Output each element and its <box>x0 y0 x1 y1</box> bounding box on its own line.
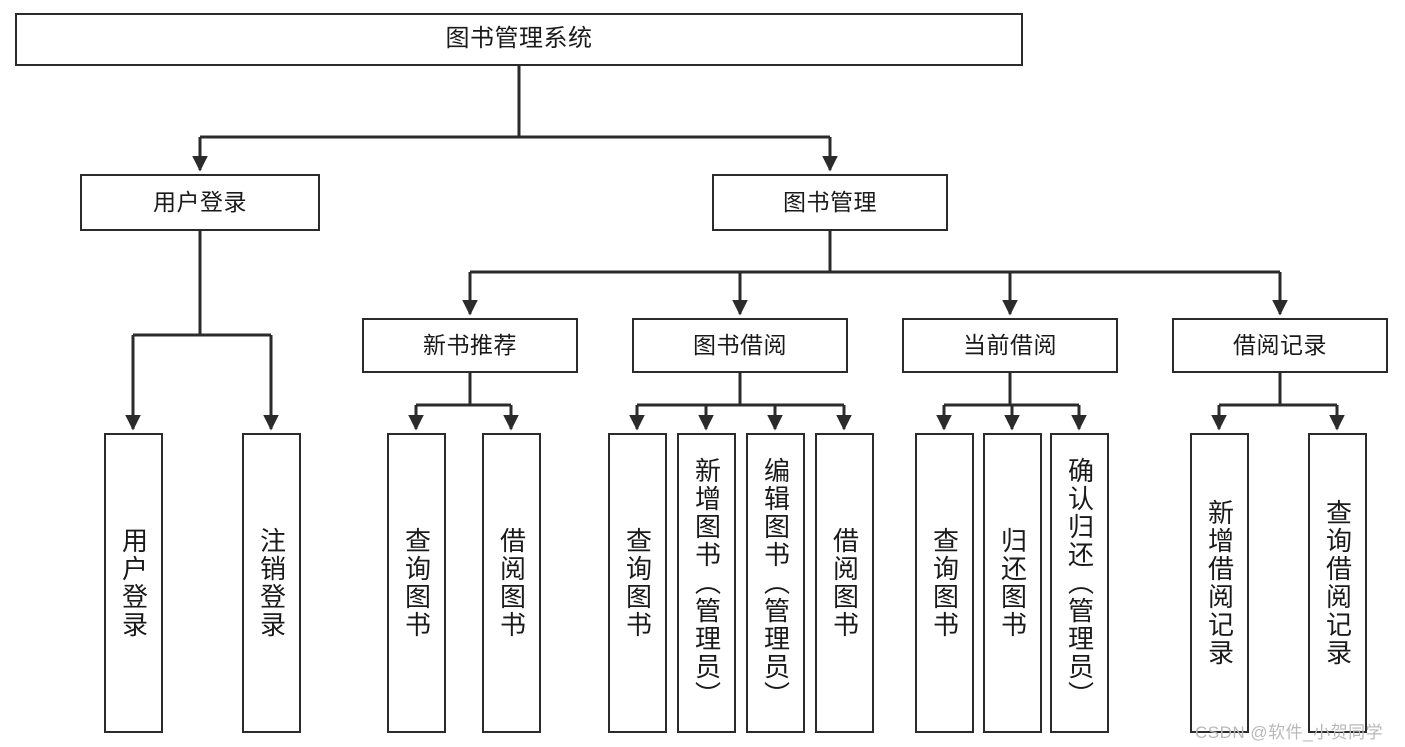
leaf-label: 归还图书 <box>997 527 1028 639</box>
node-leaf-query-book-1[interactable]: 查询图书 <box>387 433 446 733</box>
node-leaf-query-book-2[interactable]: 查询图书 <box>608 433 667 733</box>
node-leaf-user-login[interactable]: 用户登录 <box>104 433 163 733</box>
node-leaf-user-logout[interactable]: 注销登录 <box>242 433 301 733</box>
node-book-borrow[interactable]: 图书借阅 <box>632 318 848 373</box>
leaf-label: 查询图书 <box>929 527 960 639</box>
node-leaf-edit-book[interactable]: 编辑图书（管理员） <box>746 433 805 733</box>
node-book-manage[interactable]: 图书管理 <box>712 174 948 231</box>
node-leaf-add-book[interactable]: 新增图书（管理员） <box>677 433 736 733</box>
node-leaf-borrow-book-2[interactable]: 借阅图书 <box>815 433 874 733</box>
node-leaf-return-book[interactable]: 归还图书 <box>983 433 1042 733</box>
leaf-label: 查询图书 <box>401 527 432 639</box>
node-leaf-query-book-3[interactable]: 查询图书 <box>915 433 974 733</box>
node-new-book-recommend[interactable]: 新书推荐 <box>362 318 578 373</box>
node-current-borrow[interactable]: 当前借阅 <box>902 318 1118 373</box>
leaf-label: 注销登录 <box>256 527 287 639</box>
leaf-label: 查询图书 <box>622 527 653 639</box>
node-leaf-query-borrow-record[interactable]: 查询借阅记录 <box>1308 433 1367 733</box>
leaf-label: 查询借阅记录 <box>1322 499 1353 667</box>
node-leaf-borrow-book-1[interactable]: 借阅图书 <box>482 433 541 733</box>
node-root-system[interactable]: 图书管理系统 <box>15 13 1023 66</box>
leaf-label: 确认归还（管理员） <box>1064 457 1095 709</box>
leaf-label: 新增借阅记录 <box>1204 499 1235 667</box>
node-leaf-add-borrow-record[interactable]: 新增借阅记录 <box>1190 433 1249 733</box>
leaf-label: 借阅图书 <box>496 527 527 639</box>
node-borrow-record[interactable]: 借阅记录 <box>1172 318 1388 373</box>
leaf-label: 新增图书（管理员） <box>691 457 722 709</box>
leaf-label: 用户登录 <box>118 527 149 639</box>
csdn-watermark: CSDN @软件_小贺同学 <box>1195 723 1384 742</box>
node-leaf-confirm-return[interactable]: 确认归还（管理员） <box>1050 433 1109 733</box>
leaf-label: 编辑图书（管理员） <box>760 457 791 709</box>
node-user-login[interactable]: 用户登录 <box>80 174 320 231</box>
leaf-label: 借阅图书 <box>829 527 860 639</box>
